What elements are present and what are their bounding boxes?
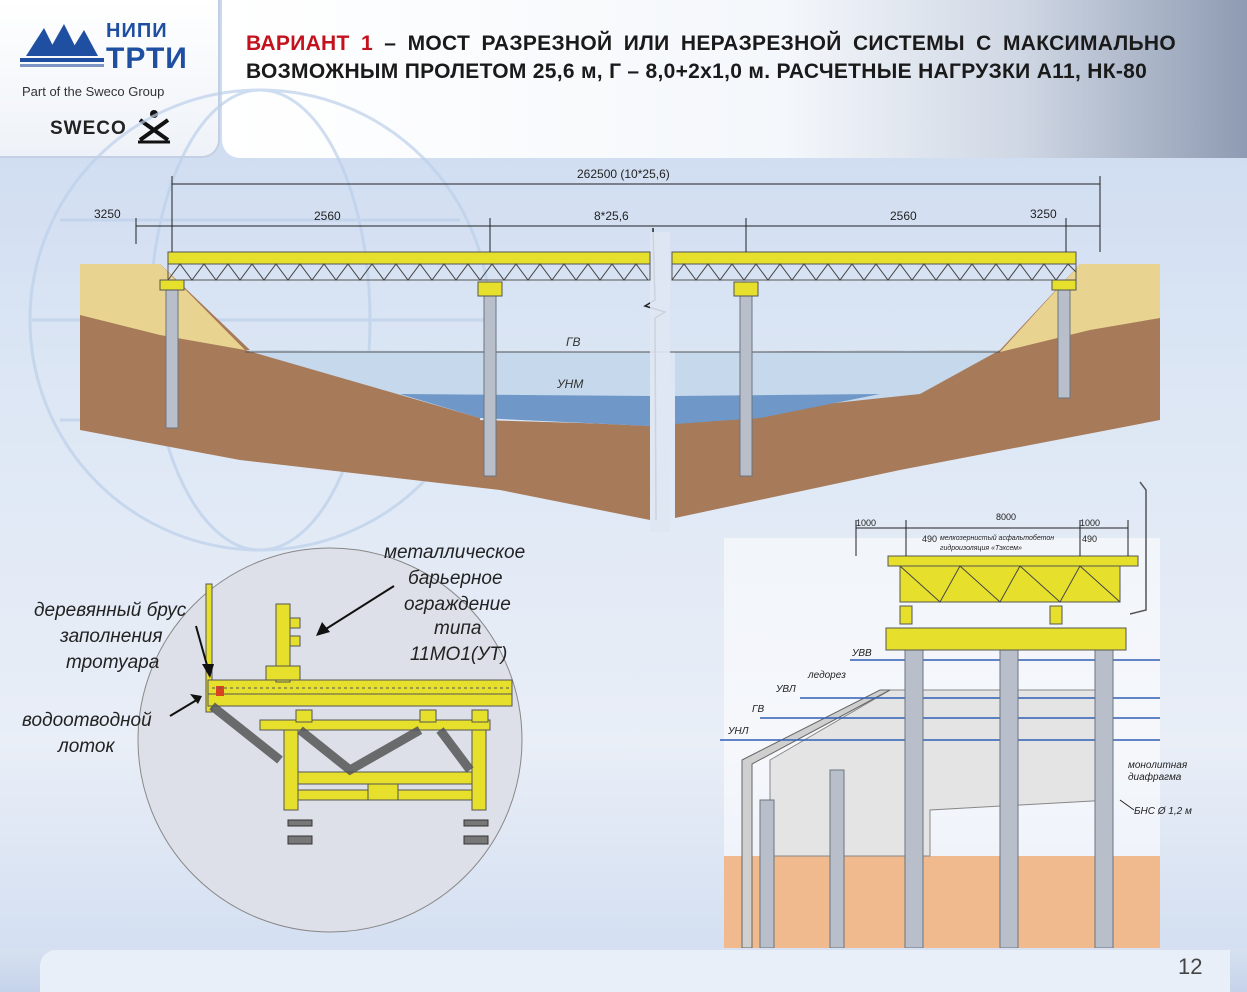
footer-panel <box>40 950 1230 992</box>
dim-8000: 8000 <box>996 512 1016 522</box>
dim-490-right: 490 <box>1082 534 1097 544</box>
label-barrier-5: 11МО1(УТ) <box>410 644 507 665</box>
org-name-main: ТРТИ <box>106 42 188 75</box>
group-caption: Part of the Sweco Group <box>22 84 165 99</box>
level-uvl: УВЛ <box>775 684 796 695</box>
dim-right-1000: 1000 <box>1080 518 1100 528</box>
label-barrier-1: металлическое <box>384 542 525 563</box>
org-name-top: НИПИ <box>106 20 168 42</box>
label-timber-1: деревянный брус <box>34 600 187 621</box>
dimension-lines <box>135 176 1101 252</box>
page-number: 12 <box>1178 954 1203 979</box>
ice-cutter-label: ледорез <box>807 670 846 681</box>
diaphragm-label-2: диафрагма <box>1128 771 1182 783</box>
cross-dimensions <box>855 520 1129 556</box>
water-left-deep <box>400 394 650 426</box>
cross-section: УВВ УВЛ ГВ УНЛ ледорез монолитная диафра… <box>720 481 1192 949</box>
title-accent: ВАРИАНТ 1 <box>246 32 373 55</box>
diaphragm-hatch <box>769 689 1111 857</box>
dim-left-span: 2560 <box>314 209 341 223</box>
label-drain-2: лоток <box>57 736 115 757</box>
label-timber-2: заполнения <box>59 626 163 647</box>
leader-barrier <box>317 585 395 635</box>
dim-middle: 8*25,6 <box>594 209 629 223</box>
piers-elevation <box>165 289 1071 477</box>
level-unl: УНЛ <box>727 726 749 737</box>
piles-label: БНС Ø 1,2 м <box>1134 806 1192 817</box>
company-logo-icon <box>20 24 104 67</box>
dim-490-left: 490 <box>922 534 937 544</box>
pier-caps <box>159 279 1077 297</box>
sand-right <box>1000 264 1160 352</box>
label-barrier-2: барьерное <box>408 568 503 589</box>
title-text: – МОСТ РАЗРЕЗНОЙ ИЛИ НЕРАЗРЕЗНОЙ СИСТЕМЫ… <box>246 32 1176 83</box>
label-drain-1: водоотводной <box>22 710 152 731</box>
railing-detail <box>137 547 523 933</box>
deck-note-2: гидроизоляция «Тэхсем» <box>940 544 1022 552</box>
deck-note-1: мелкозернистый асфальтобетон <box>940 534 1054 542</box>
dim-total: 262500 (10*25,6) <box>577 167 670 181</box>
deck-right <box>671 251 1077 281</box>
dim-left-1000: 1000 <box>856 518 876 528</box>
piles <box>759 649 1114 949</box>
dim-right-end: 3250 <box>1030 207 1057 221</box>
label-barrier-3: ограждение <box>404 594 511 615</box>
label-barrier-4: типа <box>434 618 481 639</box>
superstructure <box>885 555 1139 651</box>
sand-left <box>80 264 245 350</box>
level-label-unm: УНМ <box>556 377 583 391</box>
logo-panel: НИПИ ТРТИ Part of the Sweco Group SWECO <box>0 0 220 158</box>
label-timber-3: тротуара <box>66 652 159 673</box>
level-label-gv: ГВ <box>566 335 581 349</box>
dim-left-end: 3250 <box>94 207 121 221</box>
level-uvv: УВВ <box>851 648 872 659</box>
level-gv: ГВ <box>752 704 764 715</box>
sweco-wordmark: SWECO <box>50 118 127 139</box>
dim-right-span: 2560 <box>890 209 917 223</box>
diaphragm-label-1: монолитная <box>1128 760 1188 771</box>
slide-title: ВАРИАНТ 1 – МОСТ РАЗРЕЗНОЙ ИЛИ НЕРАЗРЕЗН… <box>246 30 1176 86</box>
deck-left <box>167 251 651 281</box>
leader-drain <box>169 697 201 717</box>
water-right-deep <box>675 394 880 424</box>
bridge-elevation: ГВ УНМ <box>80 167 1160 532</box>
